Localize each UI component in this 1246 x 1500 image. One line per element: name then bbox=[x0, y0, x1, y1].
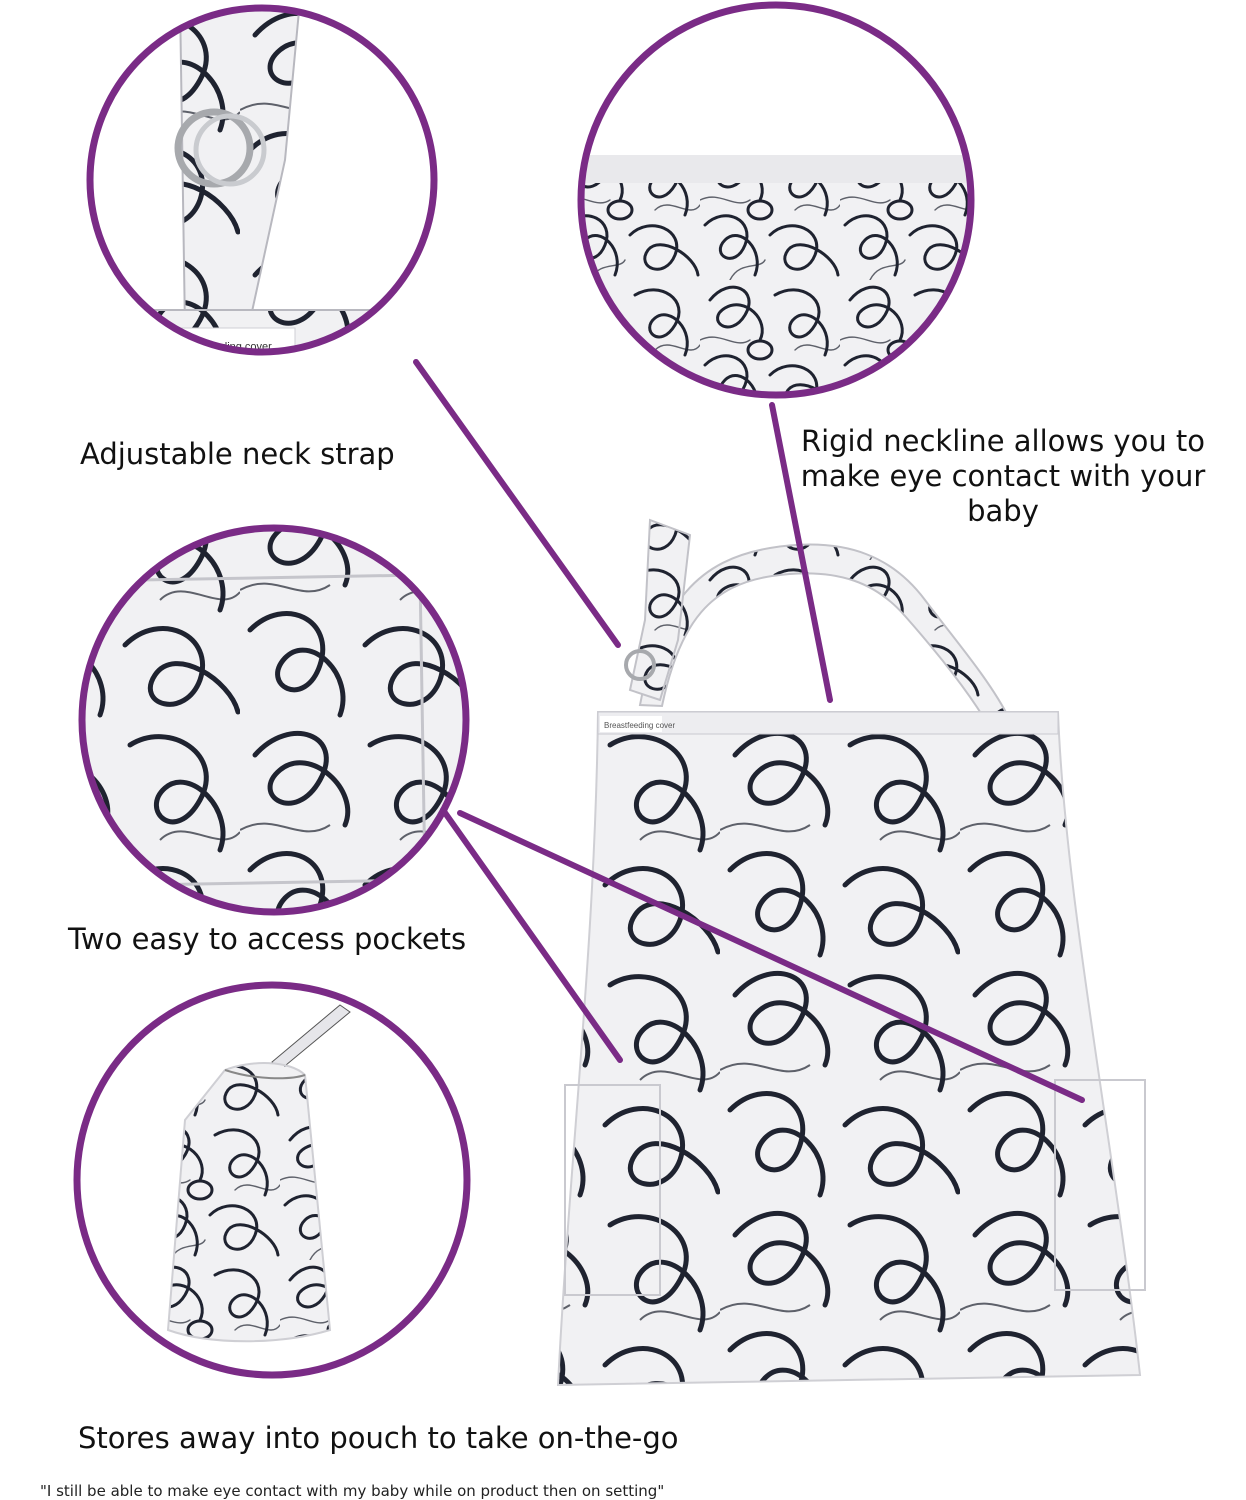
connector-pockets-right bbox=[457, 810, 1085, 1103]
strap-tie bbox=[628, 518, 692, 702]
brand-label-top: LK bbox=[148, 339, 170, 356]
neckline-closeup bbox=[577, 1, 975, 399]
pockets-closeup bbox=[78, 524, 470, 916]
cover-body bbox=[556, 711, 1142, 1387]
callout-connectors bbox=[413, 359, 1085, 1103]
ring-hardware bbox=[174, 108, 254, 188]
left-pocket bbox=[564, 1084, 661, 1296]
nursing-cover-product: Breastfeeding cover bbox=[556, 518, 1146, 1387]
pouch-bag bbox=[166, 1062, 332, 1343]
connector-pockets-left bbox=[440, 807, 623, 1063]
caption-pouch: Stores away into pouch to take on-the-go bbox=[78, 1421, 679, 1455]
neckline-label: Breastfeeding cover bbox=[604, 721, 675, 730]
neck-strap-closeup: LK Baby Breastfeeding cover bbox=[86, 4, 438, 369]
connector-neckline bbox=[769, 402, 833, 703]
pouch-closeup bbox=[73, 981, 471, 1379]
caption-neckline: Rigid neckline allows you to make eye co… bbox=[800, 424, 1206, 528]
right-pocket bbox=[1054, 1079, 1146, 1291]
connector-neck-strap bbox=[413, 359, 621, 648]
caption-pockets: Two easy to access pockets bbox=[68, 922, 467, 956]
neck-strap bbox=[638, 543, 1012, 730]
ring-hardware-main bbox=[624, 649, 656, 681]
brand-label-bottom: Baby bbox=[148, 358, 171, 369]
caption-neck-strap: Adjustable neck strap bbox=[80, 437, 395, 471]
rigid-neckline bbox=[597, 711, 1059, 735]
footnote-quote: "I still be able to make eye contact wit… bbox=[40, 1482, 665, 1500]
